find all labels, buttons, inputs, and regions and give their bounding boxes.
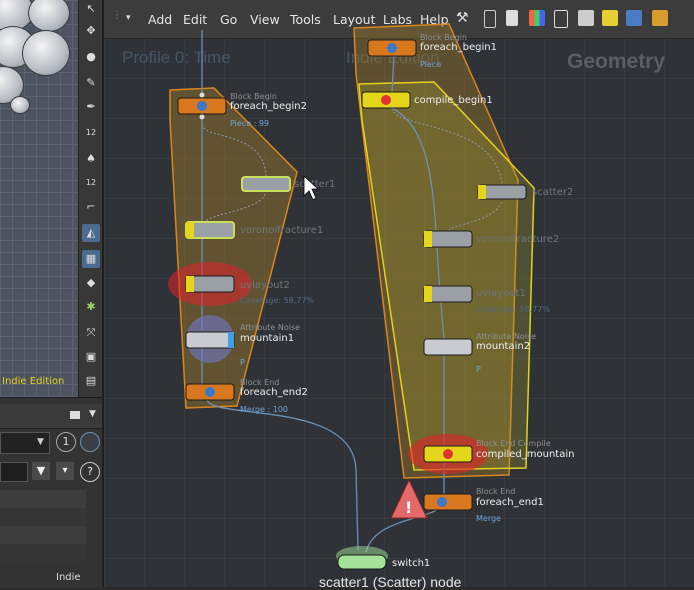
list-row[interactable] <box>0 526 86 544</box>
dropdown-icon[interactable]: ▾ <box>56 462 74 480</box>
pen-icon[interactable]: ✒ <box>82 98 100 116</box>
square-icon[interactable] <box>70 411 80 419</box>
node-name: compiled_mountain <box>476 449 574 460</box>
arrow-tool-icon[interactable]: ↖ <box>82 0 100 18</box>
node-type: Block End <box>240 378 279 387</box>
wire <box>207 400 358 550</box>
count-badge[interactable]: 1 <box>56 432 76 452</box>
node-name: foreach_begin1 <box>420 42 497 53</box>
node-name: switch1 <box>392 558 430 569</box>
chevron-down-icon: ▼ <box>37 437 44 447</box>
parameter-panel: ▼ ▼ 1 ▼ ▾ ? Indie <box>0 397 102 588</box>
twelve-icon[interactable]: 12 <box>82 124 100 142</box>
node-type: Block Begin <box>420 33 467 42</box>
node-compile-begin1[interactable]: compile_begin1 <box>362 92 493 108</box>
node-name: mountain1 <box>240 333 294 344</box>
list-row[interactable] <box>0 490 86 508</box>
checker-icon[interactable]: ▦ <box>82 250 100 268</box>
flashlight-icon[interactable]: ◭ <box>82 224 100 242</box>
node-type: Block Begin <box>230 92 277 101</box>
node-info: Merge <box>476 514 501 523</box>
node-name: foreach_end2 <box>240 387 308 398</box>
network-editor[interactable]: ⋮ ▾ Add Edit Go View Tools Layout Labs H… <box>102 0 694 587</box>
node-info: Coverage: 58.77% <box>240 296 314 305</box>
point-icon[interactable]: ● <box>82 48 100 66</box>
compile-block-outline <box>359 82 534 470</box>
node-type: Attribute Noise <box>240 323 300 332</box>
path-field[interactable]: ▼ <box>0 432 50 454</box>
node-voronoifracture2[interactable]: voronoifracture2 <box>424 231 559 247</box>
node-scatter1[interactable]: scatter1 <box>242 177 335 191</box>
transform-icon[interactable]: ⤧ <box>82 324 100 342</box>
node-info: Piece : 99 <box>230 119 269 128</box>
node-switch1[interactable]: switch1 <box>336 546 430 569</box>
panel-header: ▼ <box>0 404 102 429</box>
node-type: Block End <box>476 487 515 496</box>
node-flag: P <box>240 358 245 367</box>
list-row[interactable] <box>0 544 86 562</box>
node-scatter2[interactable]: scatter2 <box>478 185 573 199</box>
node-name: foreach_begin2 <box>230 101 307 112</box>
node-name: mountain2 <box>476 341 530 352</box>
diamond-icon[interactable]: ◆ <box>82 274 100 292</box>
scene-viewport[interactable]: Indie Edition <box>0 0 78 397</box>
node-mountain1[interactable]: Attribute Noise mountain1 P <box>186 315 300 367</box>
panel-edition-label: Indie <box>56 572 81 583</box>
display-icon[interactable]: ▤ <box>82 372 100 390</box>
node-name: uvlayout1 <box>476 288 526 299</box>
node-name: uvlayout2 <box>240 280 290 291</box>
svg-text:!: ! <box>405 498 412 517</box>
viewport-edition-label: Indie Edition <box>2 376 64 387</box>
pan-icon[interactable]: ✥ <box>82 22 100 40</box>
viewport-toolbar: ↖ ✥ ● ✎ ✒ 12 ♠ 12 ⌐ ◭ ▦ ◆ ✱ ⤧ ▣ ▤ <box>78 0 103 397</box>
node-graph: Block Begin foreach_begin2 Piece : 99 sc… <box>104 0 694 587</box>
chevron-down-icon[interactable]: ▼ <box>89 409 96 419</box>
node-info: Coverage: 58.77% <box>476 305 550 314</box>
node-type: Attribute Noise <box>476 332 536 341</box>
target-icon[interactable] <box>80 432 100 452</box>
list-row[interactable] <box>0 508 86 526</box>
node-type: Block End Compile <box>476 439 551 448</box>
node-flag: P <box>476 365 481 374</box>
brush-icon[interactable]: ✎ <box>82 74 100 92</box>
fractured-rock <box>22 30 70 76</box>
node-name: voronoifracture1 <box>240 225 323 236</box>
fractured-rock <box>10 96 30 114</box>
node-info: Piece <box>420 60 441 69</box>
filter-field[interactable] <box>0 462 28 482</box>
node-foreach-end1[interactable]: ! Block End foreach_end1 Merge <box>391 480 544 523</box>
corner-icon[interactable]: ⌐ <box>82 198 100 216</box>
node-name: scatter2 <box>532 187 573 198</box>
paint-icon[interactable]: ♠ <box>82 150 100 168</box>
filter-icon[interactable]: ▼ <box>32 462 50 480</box>
twelve-icon[interactable]: 12 <box>82 174 100 192</box>
frame-icon[interactable]: ▣ <box>82 348 100 366</box>
help-icon[interactable]: ? <box>80 462 100 482</box>
foreach-block-outline <box>170 88 297 408</box>
node-name: voronoifracture2 <box>476 234 559 245</box>
node-voronoifracture1[interactable]: voronoifracture1 <box>186 222 323 238</box>
node-info: Merge : 100 <box>240 405 288 414</box>
node-name: compile_begin1 <box>414 95 493 106</box>
node-name: foreach_end1 <box>476 497 544 508</box>
bug-icon[interactable]: ✱ <box>82 298 100 316</box>
node-description-label: scatter1 (Scatter) node <box>319 574 461 590</box>
